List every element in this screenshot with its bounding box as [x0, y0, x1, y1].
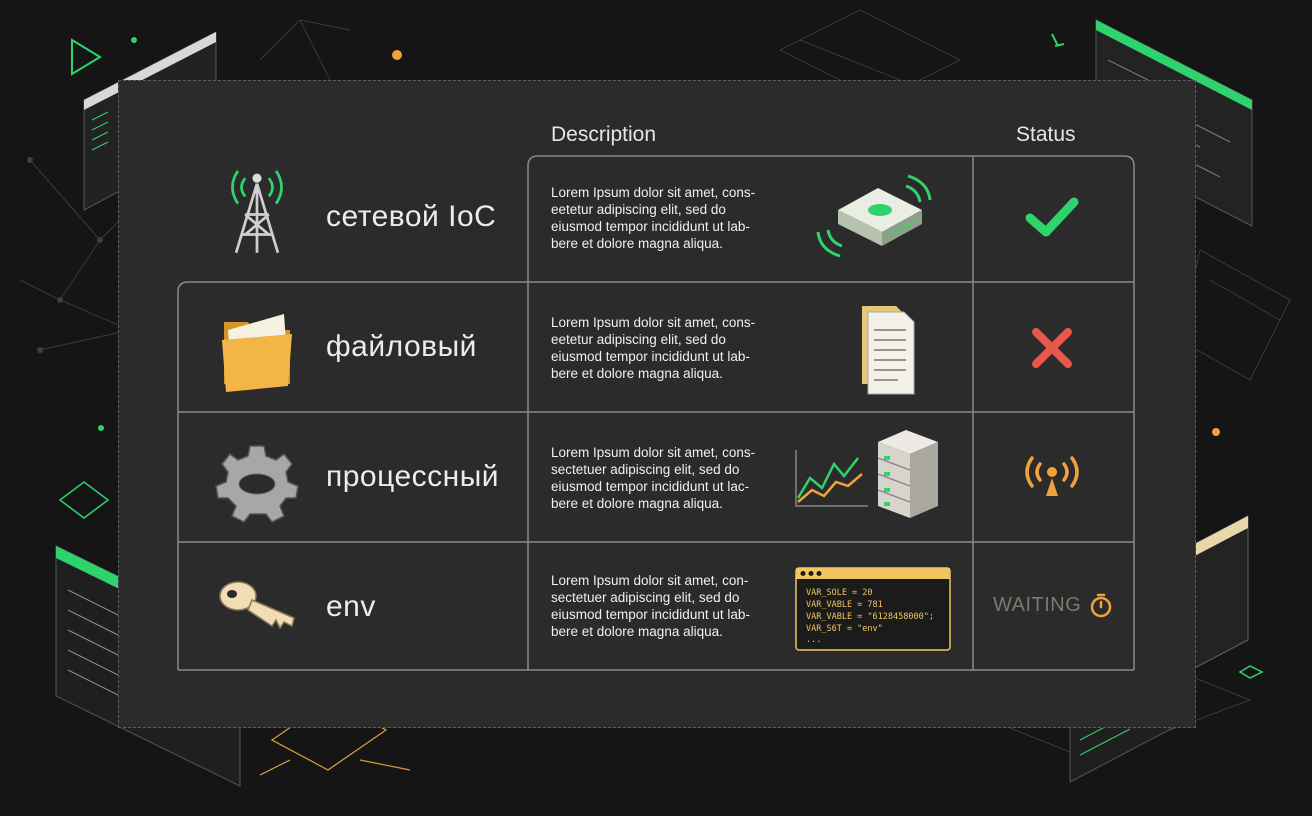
status-waiting: WAITING — [993, 594, 1082, 616]
svg-text:VAR_S6T = "env": VAR_S6T = "env" — [806, 624, 883, 634]
terminal-icon: VAR_SOLE = 20 VAR_VABLE = 781 VAR_VABLE … — [795, 567, 951, 651]
broadcast-signal-icon — [1025, 456, 1079, 496]
table-row: процессный Lorem Ipsum dolor sit amet, c… — [178, 420, 1133, 540]
svg-text:...: ... — [806, 635, 821, 645]
svg-text:VAR_VABLE = 781: VAR_VABLE = 781 — [806, 600, 883, 610]
row-description: Lorem Ipsum dolor sit amet, cons-sectetu… — [551, 445, 756, 511]
key-icon — [219, 581, 295, 630]
row-description: Lorem Ipsum dolor sit amet, cons-eetetur… — [551, 315, 756, 381]
main-panel — [118, 80, 1196, 728]
description-header: Description — [551, 123, 657, 146]
stopwatch-icon — [1090, 593, 1112, 618]
row-name: файловый — [326, 330, 477, 363]
row-description: Lorem Ipsum dolor sit amet, con-sectetue… — [551, 573, 750, 639]
status-header: Status — [1016, 123, 1076, 146]
folder-icon — [222, 314, 292, 392]
svg-text:VAR_SOLE = 20: VAR_SOLE = 20 — [806, 588, 873, 598]
radio-tower-icon — [231, 170, 283, 254]
row-name: процессный — [326, 460, 500, 493]
row-description: Lorem Ipsum dolor sit amet, cons-eetetur… — [551, 185, 756, 251]
svg-text:VAR_VABLE = "6128458000";: VAR_VABLE = "6128458000"; — [806, 612, 934, 622]
server-chart-icon — [795, 430, 938, 518]
documents-icon — [862, 306, 915, 395]
gear-icon — [215, 445, 299, 523]
success-check-icon — [1025, 197, 1079, 237]
failure-x-icon — [1032, 328, 1072, 368]
table-row: env Lorem Ipsum dolor sit amet, con-sect… — [178, 550, 1133, 670]
row-name: env — [326, 590, 376, 623]
table-row: файловый Lorem Ipsum dolor sit amet, con… — [178, 290, 1133, 410]
row-name: сетевой IoC — [326, 200, 497, 233]
table-row: сетевой IoC Lorem Ipsum dolor sit amet, … — [178, 160, 1133, 280]
iot-device-icon — [816, 174, 932, 258]
